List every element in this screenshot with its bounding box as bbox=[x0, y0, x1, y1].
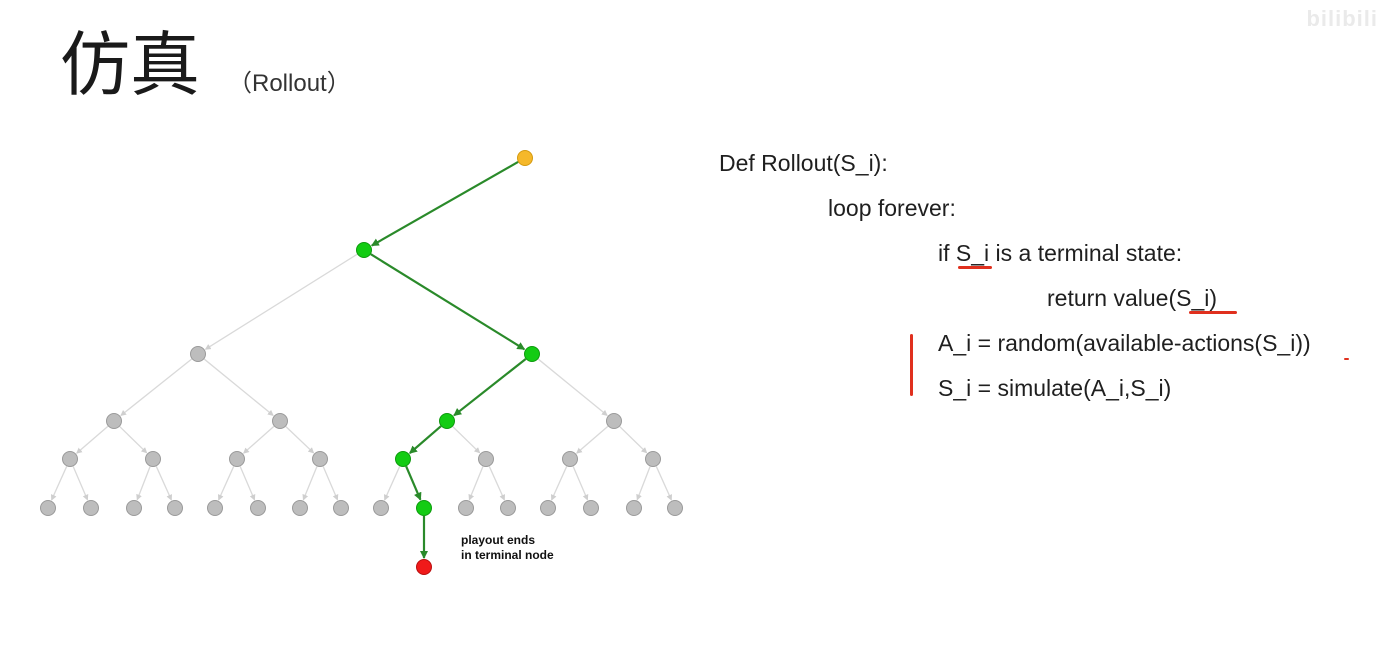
rollout-path-node bbox=[524, 346, 540, 362]
code-if-state: S_i bbox=[955, 240, 990, 266]
annotation-line-1: playout ends bbox=[461, 533, 536, 547]
rollout-path-edge bbox=[370, 253, 526, 351]
code-return-arg: (S_i) bbox=[1168, 285, 1218, 311]
tree-node bbox=[606, 413, 622, 429]
code-line-def: Def Rollout(S_i): bbox=[719, 150, 888, 176]
tree-edge bbox=[204, 253, 358, 350]
tree-edge bbox=[576, 425, 609, 454]
tree-edge bbox=[136, 466, 151, 501]
tree-node bbox=[373, 500, 389, 516]
tree-edge bbox=[155, 466, 173, 501]
tree-node bbox=[145, 451, 161, 467]
tree-edge bbox=[76, 425, 109, 454]
tree-node bbox=[272, 413, 288, 429]
code-if-suffix: is a terminal state: bbox=[989, 240, 1183, 266]
tree-node bbox=[333, 500, 349, 516]
bracket-mark bbox=[910, 334, 913, 396]
code-line-return: return value(S_i) bbox=[1047, 287, 1217, 310]
code-line-loop: loop forever: bbox=[828, 195, 956, 221]
tree-edge bbox=[572, 466, 589, 501]
tree-edge bbox=[383, 466, 401, 501]
terminal-node bbox=[416, 559, 432, 575]
tree-node bbox=[62, 451, 78, 467]
code-return-prefix: return value bbox=[1047, 285, 1169, 311]
tree-node bbox=[292, 500, 308, 516]
tree-edge bbox=[452, 426, 481, 454]
rollout-path-edge bbox=[453, 358, 527, 417]
tree-edge bbox=[239, 466, 256, 501]
tree-node bbox=[126, 500, 142, 516]
tree-edge bbox=[120, 358, 193, 417]
tree-edge bbox=[50, 466, 68, 501]
tree-edge bbox=[302, 466, 318, 501]
tree-node bbox=[540, 500, 556, 516]
tree-node bbox=[40, 500, 56, 516]
tree-node bbox=[83, 500, 99, 516]
tree-edge bbox=[537, 358, 608, 416]
rollout-path-edge bbox=[409, 425, 442, 454]
rollout-path-node bbox=[356, 242, 372, 258]
underline-mark-state bbox=[958, 266, 992, 269]
tree-edge bbox=[72, 466, 89, 501]
rollout-path-edge bbox=[370, 161, 519, 247]
search-tree-diagram bbox=[40, 150, 683, 575]
tree-edge bbox=[619, 426, 648, 454]
code-line-if: if S_i is a terminal state: bbox=[938, 242, 1182, 265]
tree-edge bbox=[468, 466, 484, 501]
annotation-line-2: in terminal node bbox=[461, 548, 554, 562]
code-line-action: A_i = random(available-actions(S_i)) bbox=[938, 330, 1311, 356]
tree-edge bbox=[119, 426, 148, 454]
root-node bbox=[517, 150, 533, 166]
tree-edge bbox=[322, 466, 339, 501]
underline-mark-return bbox=[1189, 311, 1237, 314]
page-subtitle: （Rollout） bbox=[228, 70, 351, 97]
tree-node bbox=[458, 500, 474, 516]
tree-node bbox=[478, 451, 494, 467]
bilibili-watermark: bilibili bbox=[1306, 6, 1378, 31]
tree-node bbox=[207, 500, 223, 516]
rollout-path-edge bbox=[405, 465, 422, 501]
tree-node bbox=[667, 500, 683, 516]
tree-node bbox=[583, 500, 599, 516]
tree-node bbox=[645, 451, 661, 467]
tree-node bbox=[190, 346, 206, 362]
tree-node bbox=[626, 500, 642, 516]
tree-node bbox=[106, 413, 122, 429]
rollout-path-node bbox=[395, 451, 411, 467]
tree-node bbox=[500, 500, 516, 516]
tree-edge bbox=[550, 466, 568, 501]
playout-annotation: playout ends in terminal node bbox=[461, 533, 554, 563]
tree-edge bbox=[217, 466, 235, 501]
tree-edge bbox=[203, 358, 274, 416]
rollout-path-node bbox=[416, 500, 432, 516]
tree-node bbox=[167, 500, 183, 516]
tree-edge bbox=[636, 466, 651, 501]
tree-node bbox=[250, 500, 266, 516]
code-line-simulate: S_i = simulate(A_i,S_i) bbox=[938, 375, 1172, 401]
rollout-path-node bbox=[439, 413, 455, 429]
tree-edge bbox=[655, 466, 673, 501]
tick-mark bbox=[1344, 358, 1349, 360]
tree-node bbox=[229, 451, 245, 467]
tree-edge bbox=[488, 466, 506, 501]
tree-node bbox=[312, 451, 328, 467]
tree-edge bbox=[242, 425, 275, 454]
tree-node bbox=[562, 451, 578, 467]
tree-edge bbox=[285, 426, 315, 454]
code-if-prefix: if bbox=[938, 240, 956, 266]
page-title: 仿真 bbox=[60, 24, 200, 106]
